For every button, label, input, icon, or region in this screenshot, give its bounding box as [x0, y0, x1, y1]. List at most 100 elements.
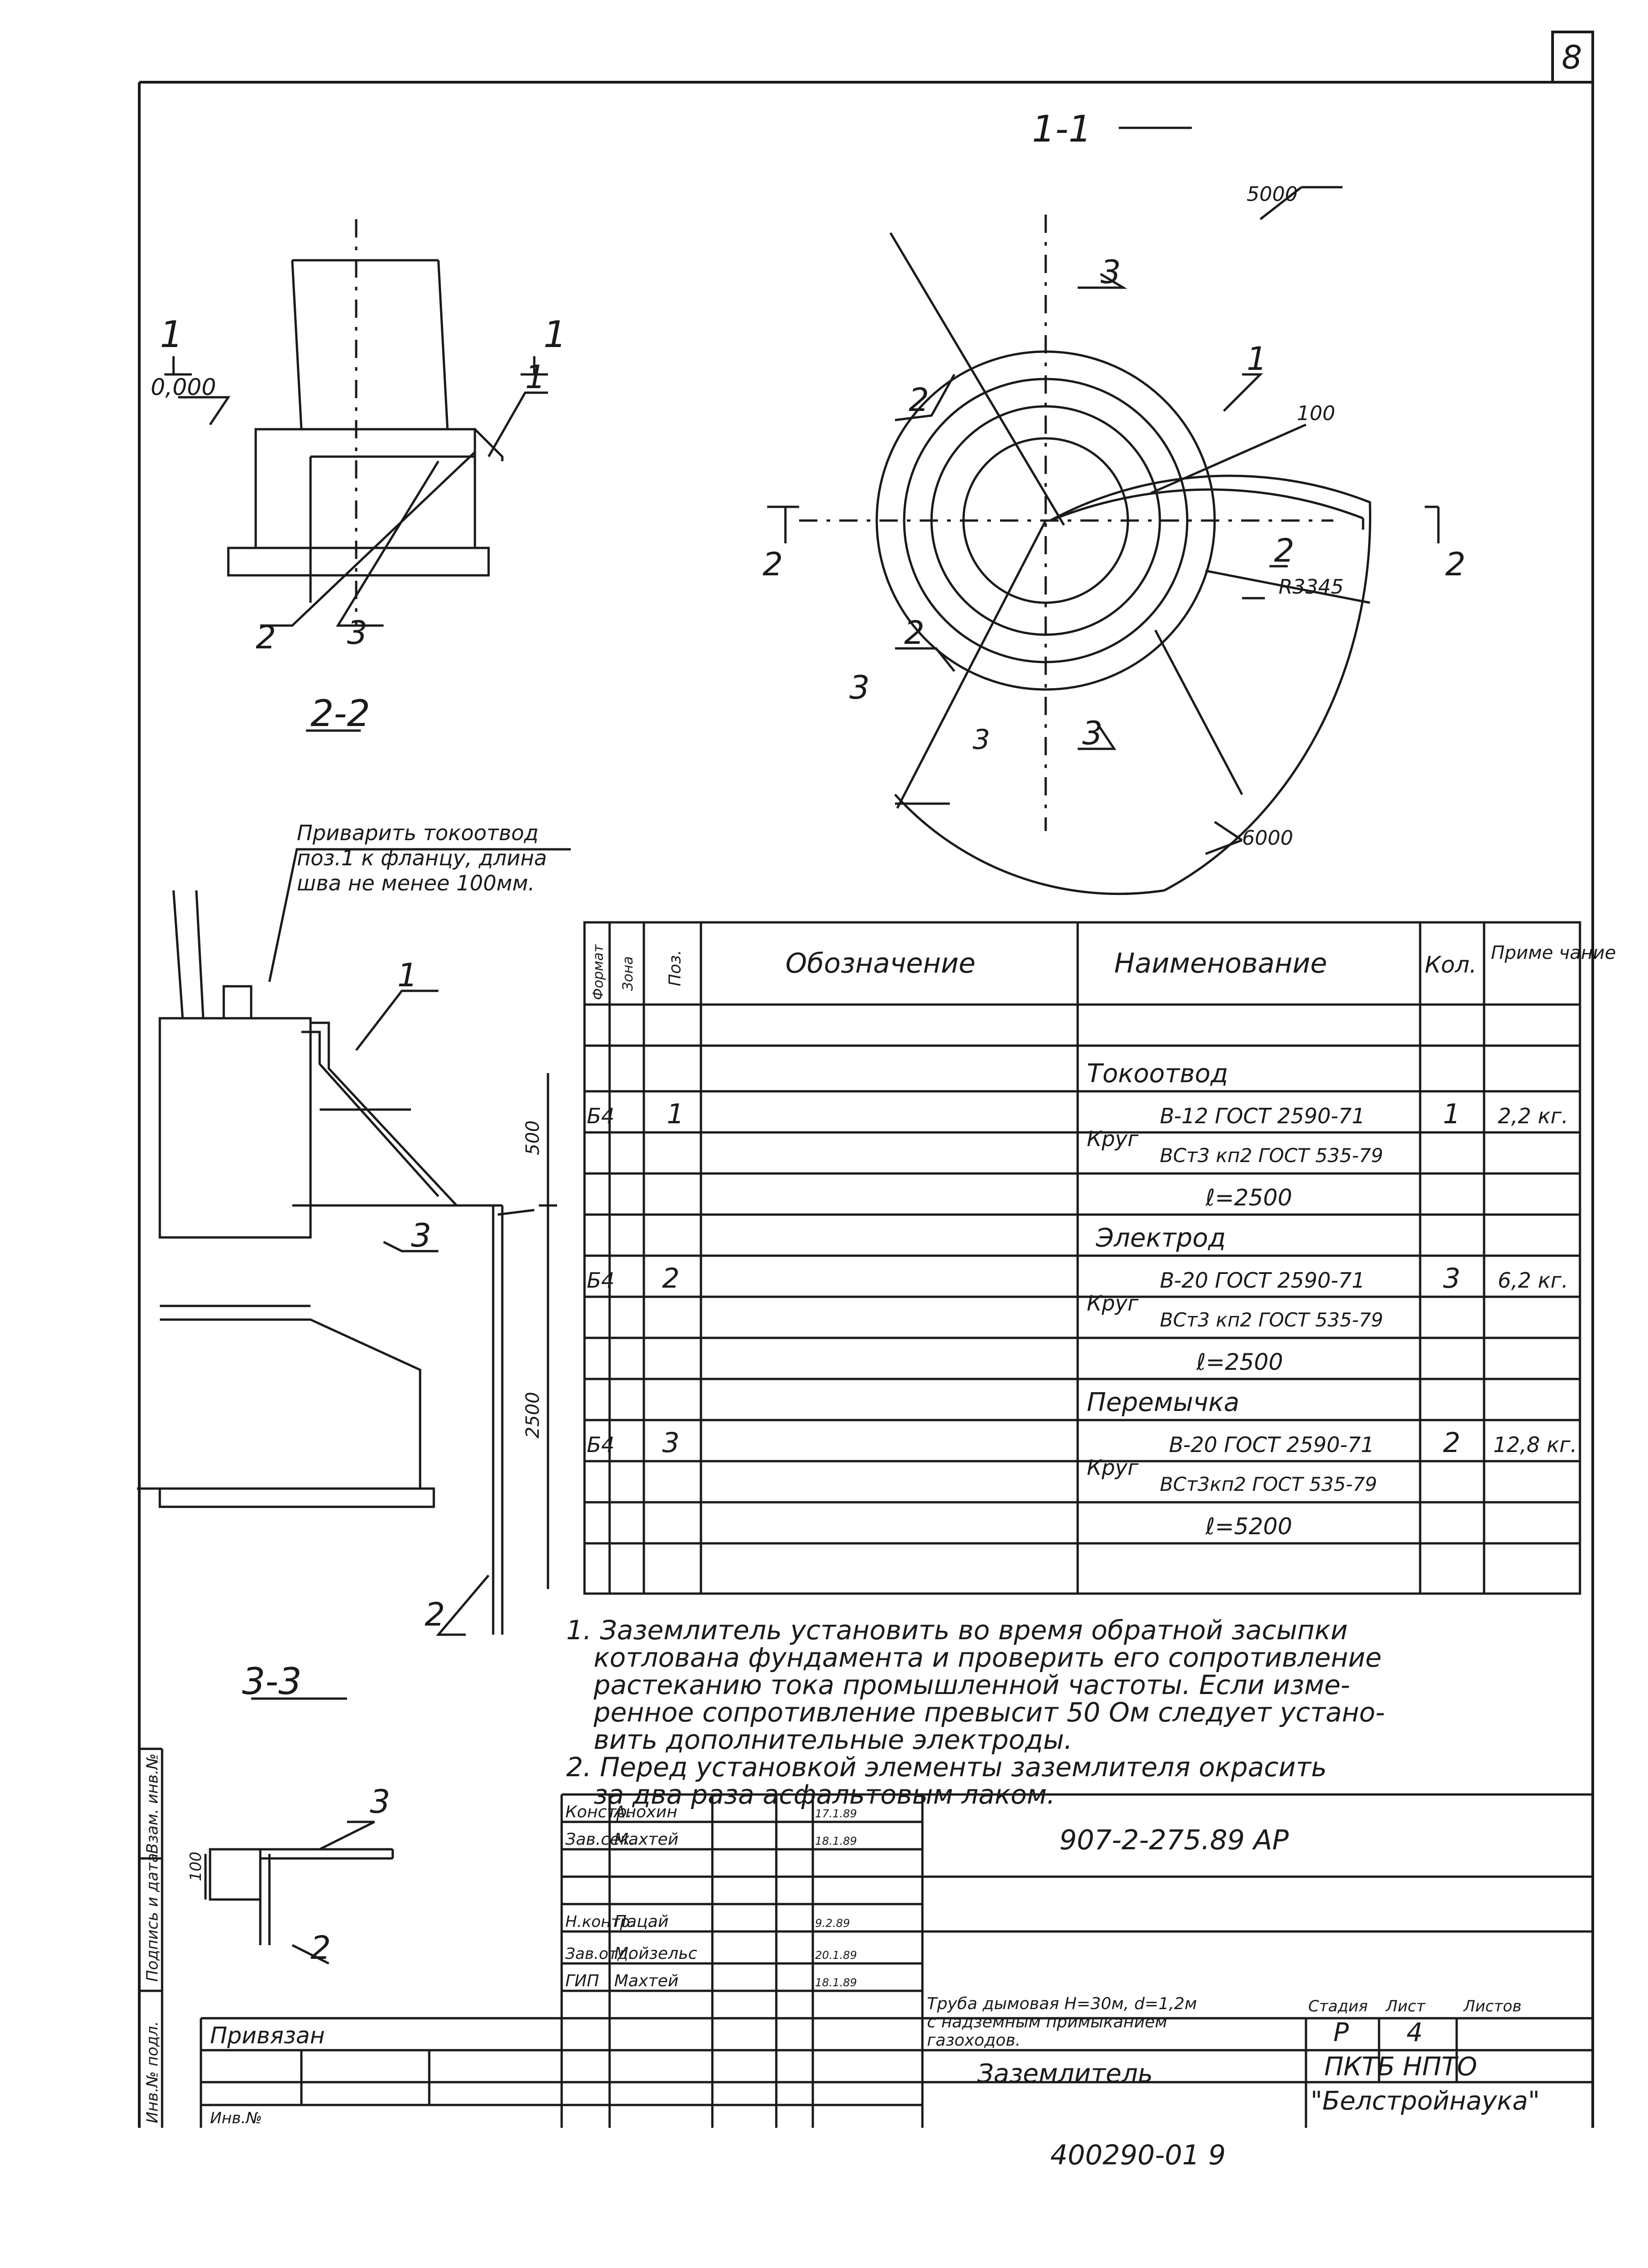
s33-pos-3: 3	[370, 1783, 390, 1821]
pos-3-bottom: 3	[1082, 715, 1103, 752]
row-item: Круг	[1087, 1455, 1139, 1480]
row-note: 6,2 кг.	[1498, 1268, 1568, 1293]
s22-pos-2: 2	[256, 619, 276, 656]
tb-name: Мойзельс	[614, 1944, 697, 1963]
weld-note-line-3: шва не менее 100мм.	[297, 871, 535, 895]
privyazan-label: Привязан	[210, 2022, 325, 2049]
group-name-elektrod: Электрод	[1095, 1223, 1226, 1253]
row-note: 2,2 кг.	[1498, 1104, 1568, 1128]
tb-name: Махтей	[614, 1830, 679, 1849]
row-item: Круг	[1087, 1126, 1139, 1151]
tb-name: Махтей	[614, 1972, 679, 1990]
row-format: Б4	[587, 1104, 615, 1128]
corner-box	[1551, 31, 1594, 84]
section-1-1-view	[767, 126, 1440, 895]
detail-view	[137, 848, 571, 1700]
tb-role: Констр.	[565, 1803, 632, 1821]
section-2-2-title: 2-2	[311, 692, 370, 735]
row-qty: 3	[1443, 1263, 1460, 1294]
row-note: 12,8 кг.	[1493, 1432, 1577, 1457]
sheet-value: 4	[1406, 2018, 1423, 2047]
radius-label: R3345	[1279, 575, 1344, 599]
row-pos: 2	[662, 1263, 679, 1294]
tb-date: 18.1.89	[815, 1976, 857, 1989]
note-line: ренное сопротивление превысит 50 Ом след…	[593, 1697, 1385, 1728]
tb-name: Пацай	[614, 1912, 669, 1931]
sheet-corner-number: 8	[1562, 39, 1582, 76]
row-gost-2: ВСт3 кп2 ГОСТ 535-79	[1160, 1309, 1383, 1331]
row-format: Б4	[587, 1268, 615, 1293]
row-length: ℓ=2500	[1205, 1184, 1292, 1211]
title-block-grid	[138, 1747, 1593, 2128]
sheet-name: Заземлитель	[977, 2059, 1153, 2089]
row-pos: 3	[662, 1427, 679, 1459]
section-1-1-title: 1-1	[1032, 108, 1092, 150]
col-zone-header: Зона	[620, 956, 636, 991]
doc-code: 907-2-275.89 АР	[1059, 1824, 1289, 1856]
tb-role: Н.контр.	[565, 1913, 635, 1931]
row-pos: 1	[667, 1098, 684, 1130]
col-name-header: Наименование	[1114, 947, 1327, 979]
s22-pos-1: 1	[525, 358, 546, 396]
tb-role: Зав.сек.	[565, 1830, 635, 1849]
dim-100-label: 100	[1297, 402, 1335, 425]
row-length: ℓ=5200	[1205, 1513, 1292, 1540]
group-name-peremychka: Перемычка	[1087, 1388, 1239, 1417]
detail-pos-3: 3	[411, 1217, 432, 1254]
note-line: вить дополнительные электроды.	[594, 1724, 1073, 1755]
stamp-vzam-inv: Взам. инв.№	[143, 1753, 162, 1854]
note-line: котлована фундамента и проверить его соп…	[594, 1642, 1382, 1673]
sheets-header: Листов	[1463, 1997, 1522, 2015]
section-3-3-view	[204, 1821, 394, 1965]
row-gost-2: ВСт3 кп2 ГОСТ 535-79	[1160, 1144, 1383, 1167]
cut-1-left-label: 1	[160, 313, 183, 356]
tb-name: Анохин	[613, 1803, 677, 1821]
section-3-3-title: 3-3	[242, 1660, 302, 1703]
project-title-line: с надземным примыканием	[927, 2013, 1167, 2031]
tb-date: 9.2.89	[815, 1917, 850, 1930]
arc-label-6000: 6000	[1242, 826, 1293, 850]
org-line-1: ПКТБ НПТО	[1324, 2052, 1477, 2082]
note-line: 1. Заземлитель установить во время обрат…	[566, 1615, 1348, 1646]
sheet-header: Лист	[1385, 1997, 1426, 2015]
tb-role: ГИП	[565, 1972, 599, 1990]
tb-date: 17.1.89	[815, 1807, 857, 1820]
cut-3-label: 3	[849, 669, 870, 706]
archive-number: 400290-01 9	[1050, 2139, 1226, 2171]
level-mark: 0,000	[151, 374, 216, 400]
detail-pos-1: 1	[397, 957, 418, 994]
row-item: Круг	[1087, 1291, 1139, 1316]
pos-2-left: 2	[909, 381, 929, 419]
row-gost-2: ВСт3кп2 ГОСТ 535-79	[1160, 1473, 1377, 1495]
pos-3-top: 3	[1100, 253, 1121, 291]
dim-500: 500	[522, 1121, 543, 1155]
pos-2-bottom: 2	[904, 614, 925, 652]
row-gost-1: B-20 ГОСТ 2590-71	[1169, 1432, 1374, 1457]
project-title-line: Труба дымовая Н=30м, d=1,2м	[927, 1994, 1197, 2013]
col-format-header: Формат	[590, 944, 606, 1000]
section-2-2-view	[164, 219, 548, 732]
dim-2500: 2500	[522, 1392, 543, 1438]
stamp-signature-date: Подпись и дата	[143, 1853, 162, 1982]
stamp-inv-podl: Инв.№ подл.	[143, 2021, 162, 2123]
inv-number-label: Инв.№	[210, 2109, 262, 2127]
row-gost-1: B-20 ГОСТ 2590-71	[1160, 1268, 1365, 1293]
note-line: растеканию тока промышленной частоты. Ес…	[593, 1669, 1350, 1700]
cut-2-left-label: 2	[763, 546, 783, 583]
s22-pos-3: 3	[347, 614, 368, 652]
stage-header: Стадия	[1308, 1997, 1368, 2015]
weld-note-line-1: Приварить токоотвод	[297, 821, 538, 845]
col-qty-header: Кол.	[1425, 952, 1477, 978]
note-line: 2. Перед установкой элементы заземлителя…	[566, 1752, 1327, 1783]
row-gost-1: B-12 ГОСТ 2590-71	[1160, 1104, 1365, 1128]
pos-1-top: 1	[1247, 340, 1267, 378]
row-qty: 2	[1443, 1427, 1460, 1459]
s33-pos-2: 2	[311, 1929, 331, 1967]
cut-3b-label: 3	[973, 724, 990, 756]
col-pos-header: Поз.	[666, 950, 684, 986]
stage-value: Р	[1333, 2018, 1349, 2047]
spec-table-grid	[583, 921, 1581, 1595]
org-line-2: "Белстройнаука"	[1311, 2086, 1540, 2116]
detail-pos-2: 2	[425, 1596, 445, 1633]
